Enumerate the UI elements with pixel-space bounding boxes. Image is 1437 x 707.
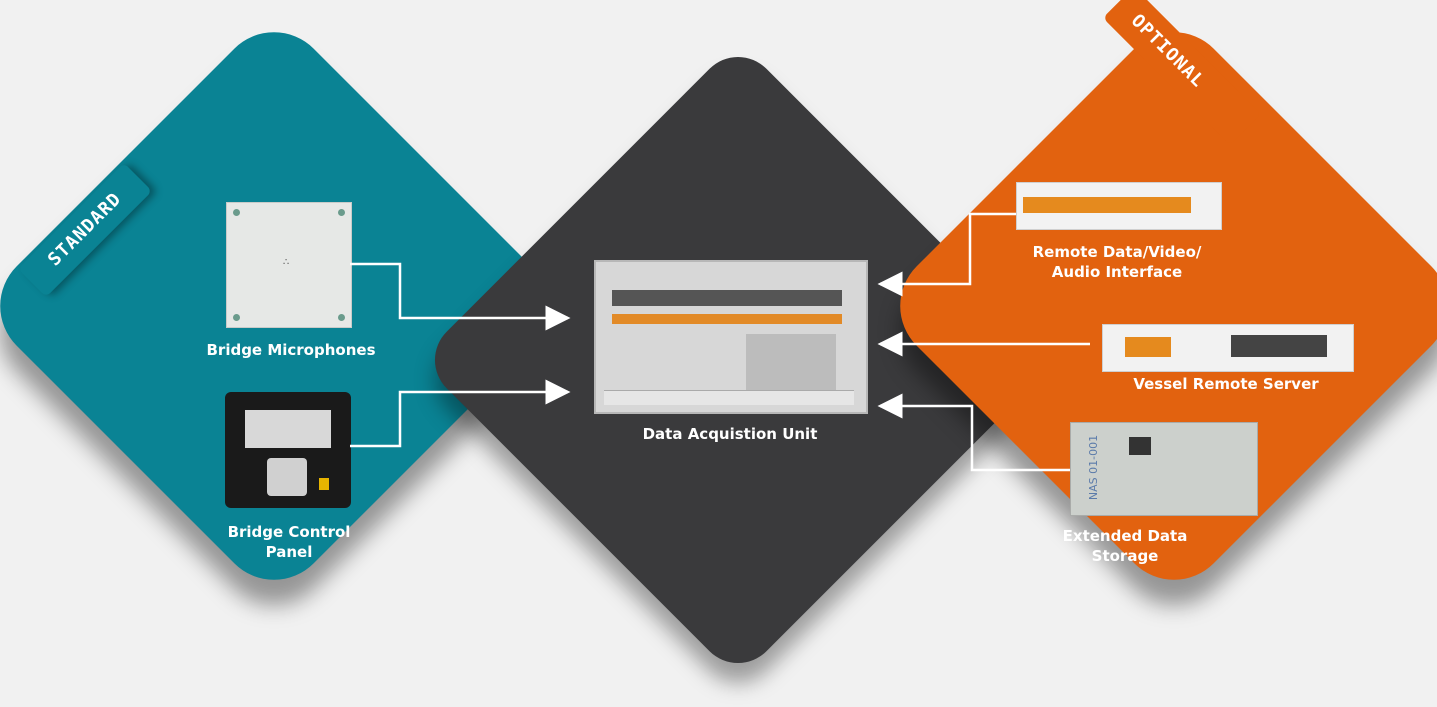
remote-interface-image: [1016, 182, 1222, 230]
bridge-microphone-image: ∴: [226, 202, 352, 328]
bridge-control-panel-image: [225, 392, 351, 508]
extended-data-storage-label: Extended Data Storage: [1062, 527, 1188, 565]
extended-data-storage-image: NAS 01-001: [1070, 422, 1258, 516]
data-acquisition-unit-label: Data Acquistion Unit: [642, 425, 818, 443]
microphone-connector: [350, 262, 571, 331]
bridge-control-panel-label: Bridge Control Panel: [227, 523, 351, 561]
vessel-remote-server-label: Vessel Remote Server: [1133, 375, 1319, 393]
data-acquisition-unit-image: [594, 260, 868, 414]
remote-interface-connector: [877, 212, 1016, 297]
storage-connector: [877, 393, 1070, 472]
panel-connector: [350, 379, 571, 448]
bridge-microphones-label: Bridge Microphones: [206, 341, 376, 359]
remote-interface-label: Remote Data/Video/ Audio Interface: [1032, 243, 1202, 281]
vessel-remote-server-image: [1102, 324, 1354, 372]
